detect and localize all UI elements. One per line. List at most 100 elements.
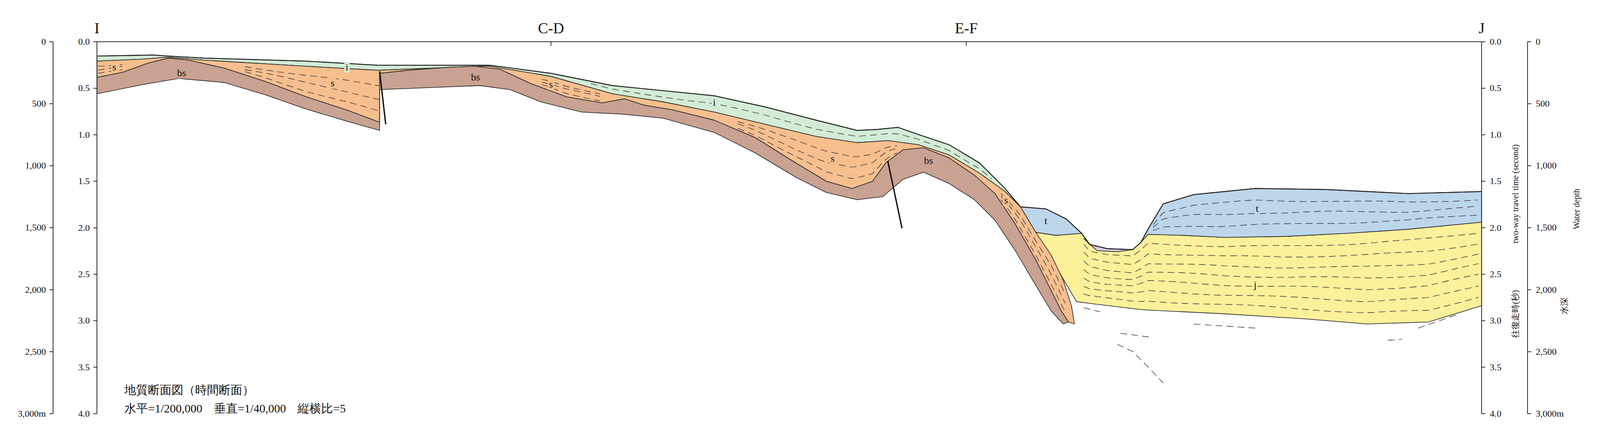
reflector-line bbox=[1083, 274, 1479, 290]
unit-label: s bbox=[829, 153, 836, 165]
unit-label: t bbox=[1043, 215, 1049, 227]
unit-label: bs bbox=[175, 68, 188, 79]
axis-line bbox=[1527, 227, 1531, 229]
time-tick-label: 0.0 bbox=[78, 37, 91, 47]
axis-line bbox=[93, 88, 97, 89]
axis-line bbox=[93, 41, 97, 43]
axis-title: 水深 bbox=[1559, 297, 1569, 315]
t-unit bbox=[1140, 188, 1482, 243]
section-caption: 地質断面図（時間断面） bbox=[124, 384, 255, 397]
axis-title: two-way travel time (second) bbox=[1511, 144, 1520, 244]
time-tick-label: 2.5 bbox=[78, 269, 91, 280]
reflector-line bbox=[1083, 233, 1479, 257]
axis-title: 往復走時(秒) bbox=[1511, 289, 1520, 338]
axis-line bbox=[49, 227, 53, 229]
scale-note: 水平=1/200,000 垂直=1/40,000 縦横比=5 bbox=[124, 402, 346, 415]
axis-line bbox=[49, 413, 53, 415]
reflector-line bbox=[1117, 344, 1164, 384]
reflector-line bbox=[1083, 286, 1479, 302]
reflector-line bbox=[1387, 339, 1402, 341]
axis-line bbox=[1527, 289, 1531, 291]
reflector-line bbox=[97, 69, 123, 74]
unit-label: bs bbox=[469, 72, 481, 83]
axis-line bbox=[1481, 367, 1485, 368]
reflector-line bbox=[1083, 254, 1479, 274]
depth-tick-label: 1,500 bbox=[1535, 222, 1557, 233]
j-unit bbox=[1035, 222, 1482, 325]
axis-line bbox=[49, 165, 53, 167]
reflector-line bbox=[1083, 307, 1101, 312]
unit-label: s bbox=[329, 78, 336, 89]
depth-tick-label: 1,000 bbox=[1535, 161, 1557, 171]
axis-line bbox=[49, 103, 53, 105]
reflector-line bbox=[1120, 333, 1152, 338]
axis-line bbox=[1527, 103, 1531, 105]
section-point-label: C-D bbox=[537, 20, 564, 37]
time-tick-label: 3.0 bbox=[78, 316, 91, 326]
reflector-line bbox=[737, 123, 897, 168]
unit-label: s bbox=[110, 61, 118, 73]
s-unit bbox=[96, 56, 1075, 325]
section-point-label: J bbox=[1478, 20, 1485, 37]
time-tick-label: 0.5 bbox=[1489, 83, 1502, 94]
reflector-line bbox=[1001, 195, 1066, 304]
time-tick-label: 0.5 bbox=[78, 83, 91, 94]
time-tick-label: 4.0 bbox=[78, 408, 91, 419]
reflector-line bbox=[737, 128, 897, 179]
axis-title: Water depth bbox=[1572, 188, 1582, 230]
reflector-line bbox=[1193, 324, 1255, 329]
axis-line bbox=[1481, 88, 1485, 89]
time-tick-label: 4.0 bbox=[1489, 408, 1502, 419]
axis-line bbox=[1481, 320, 1485, 322]
axis-line bbox=[93, 320, 97, 322]
reflector-line bbox=[590, 83, 992, 180]
time-tick-label: 3.5 bbox=[78, 362, 91, 373]
time-tick-label: 1.5 bbox=[78, 176, 91, 187]
depth-tick-label: 500 bbox=[1535, 99, 1550, 109]
depth-tick-label: 0 bbox=[41, 37, 46, 47]
axis-line bbox=[1527, 165, 1531, 167]
axes bbox=[49, 41, 1531, 414]
time-tick-label: 2.0 bbox=[78, 222, 91, 233]
axis-line bbox=[96, 41, 1482, 43]
unit-label: s bbox=[547, 79, 555, 90]
bs-unit bbox=[96, 58, 1069, 325]
reflector-line bbox=[97, 66, 123, 70]
axis-line bbox=[93, 367, 97, 368]
reflector-line bbox=[244, 66, 380, 86]
reflector-line bbox=[1083, 263, 1479, 280]
axis-line bbox=[550, 41, 552, 46]
unit-fills bbox=[96, 55, 1482, 325]
unit-label: j bbox=[1252, 280, 1258, 291]
axis-line bbox=[1481, 41, 1485, 43]
axis-line bbox=[49, 351, 53, 353]
axis-line bbox=[93, 413, 97, 415]
time-tick-label: 1.0 bbox=[78, 129, 91, 140]
depth-tick-label: 1,500 bbox=[24, 222, 46, 233]
axis-line bbox=[1481, 227, 1485, 229]
axis-line bbox=[1527, 351, 1531, 353]
time-tick-label: 3.0 bbox=[1489, 316, 1502, 326]
unit-label: t bbox=[1254, 203, 1260, 215]
time-tick-label: 2.5 bbox=[1489, 269, 1502, 280]
reflector-line bbox=[244, 69, 380, 100]
reflector-line bbox=[1001, 193, 1066, 296]
time-tick-label: 1.5 bbox=[1489, 176, 1502, 187]
axis-line bbox=[93, 227, 97, 229]
reflector-line bbox=[1153, 200, 1478, 226]
reflector-line bbox=[1153, 206, 1478, 228]
axis-line bbox=[1527, 41, 1531, 43]
depth-tick-label: 2,500 bbox=[1535, 346, 1557, 357]
unit-label: i bbox=[711, 97, 717, 109]
reflector-line bbox=[1153, 215, 1478, 231]
reflector-line bbox=[1083, 244, 1479, 265]
unit-label: i bbox=[344, 61, 350, 73]
seafloor-line bbox=[96, 55, 1482, 250]
time-tick-label: 3.5 bbox=[1489, 362, 1502, 373]
axis-line bbox=[93, 134, 97, 136]
axis-line bbox=[49, 41, 53, 43]
section-point-label: E-F bbox=[955, 20, 978, 37]
time-tick-label: 0.0 bbox=[1489, 37, 1502, 47]
axis-line bbox=[1481, 180, 1485, 182]
